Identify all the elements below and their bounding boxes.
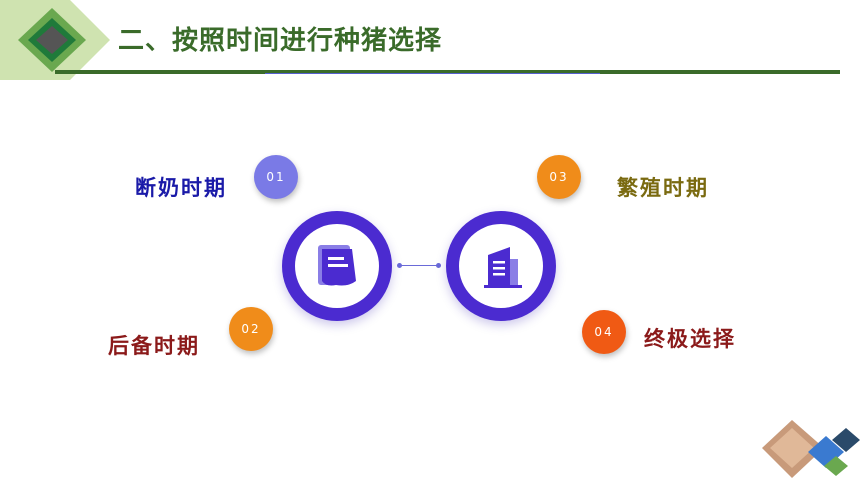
right-ring	[446, 211, 556, 321]
label-breeding-period: 繁殖时期	[617, 176, 709, 200]
document-icon	[318, 245, 356, 286]
corner-photo-decoration	[762, 420, 860, 478]
badge-02: 02	[229, 307, 273, 351]
connector-line	[400, 265, 438, 266]
left-ring	[282, 211, 392, 321]
label-final-selection: 终极选择	[644, 327, 736, 351]
connector-dot-right	[436, 263, 441, 268]
title-underline	[265, 73, 600, 74]
corner-logo	[0, 0, 110, 80]
badge-04: 04	[582, 310, 626, 354]
badge-03: 03	[537, 155, 581, 199]
label-reserve-period: 后备时期	[108, 334, 200, 358]
page-title: 二、按照时间进行种猪选择	[118, 26, 443, 56]
badge-01: 01	[254, 155, 298, 199]
label-weaning-period: 断奶时期	[135, 176, 227, 200]
title-divider	[55, 70, 840, 74]
connector-dot-left	[397, 263, 402, 268]
building-icon	[484, 247, 522, 288]
